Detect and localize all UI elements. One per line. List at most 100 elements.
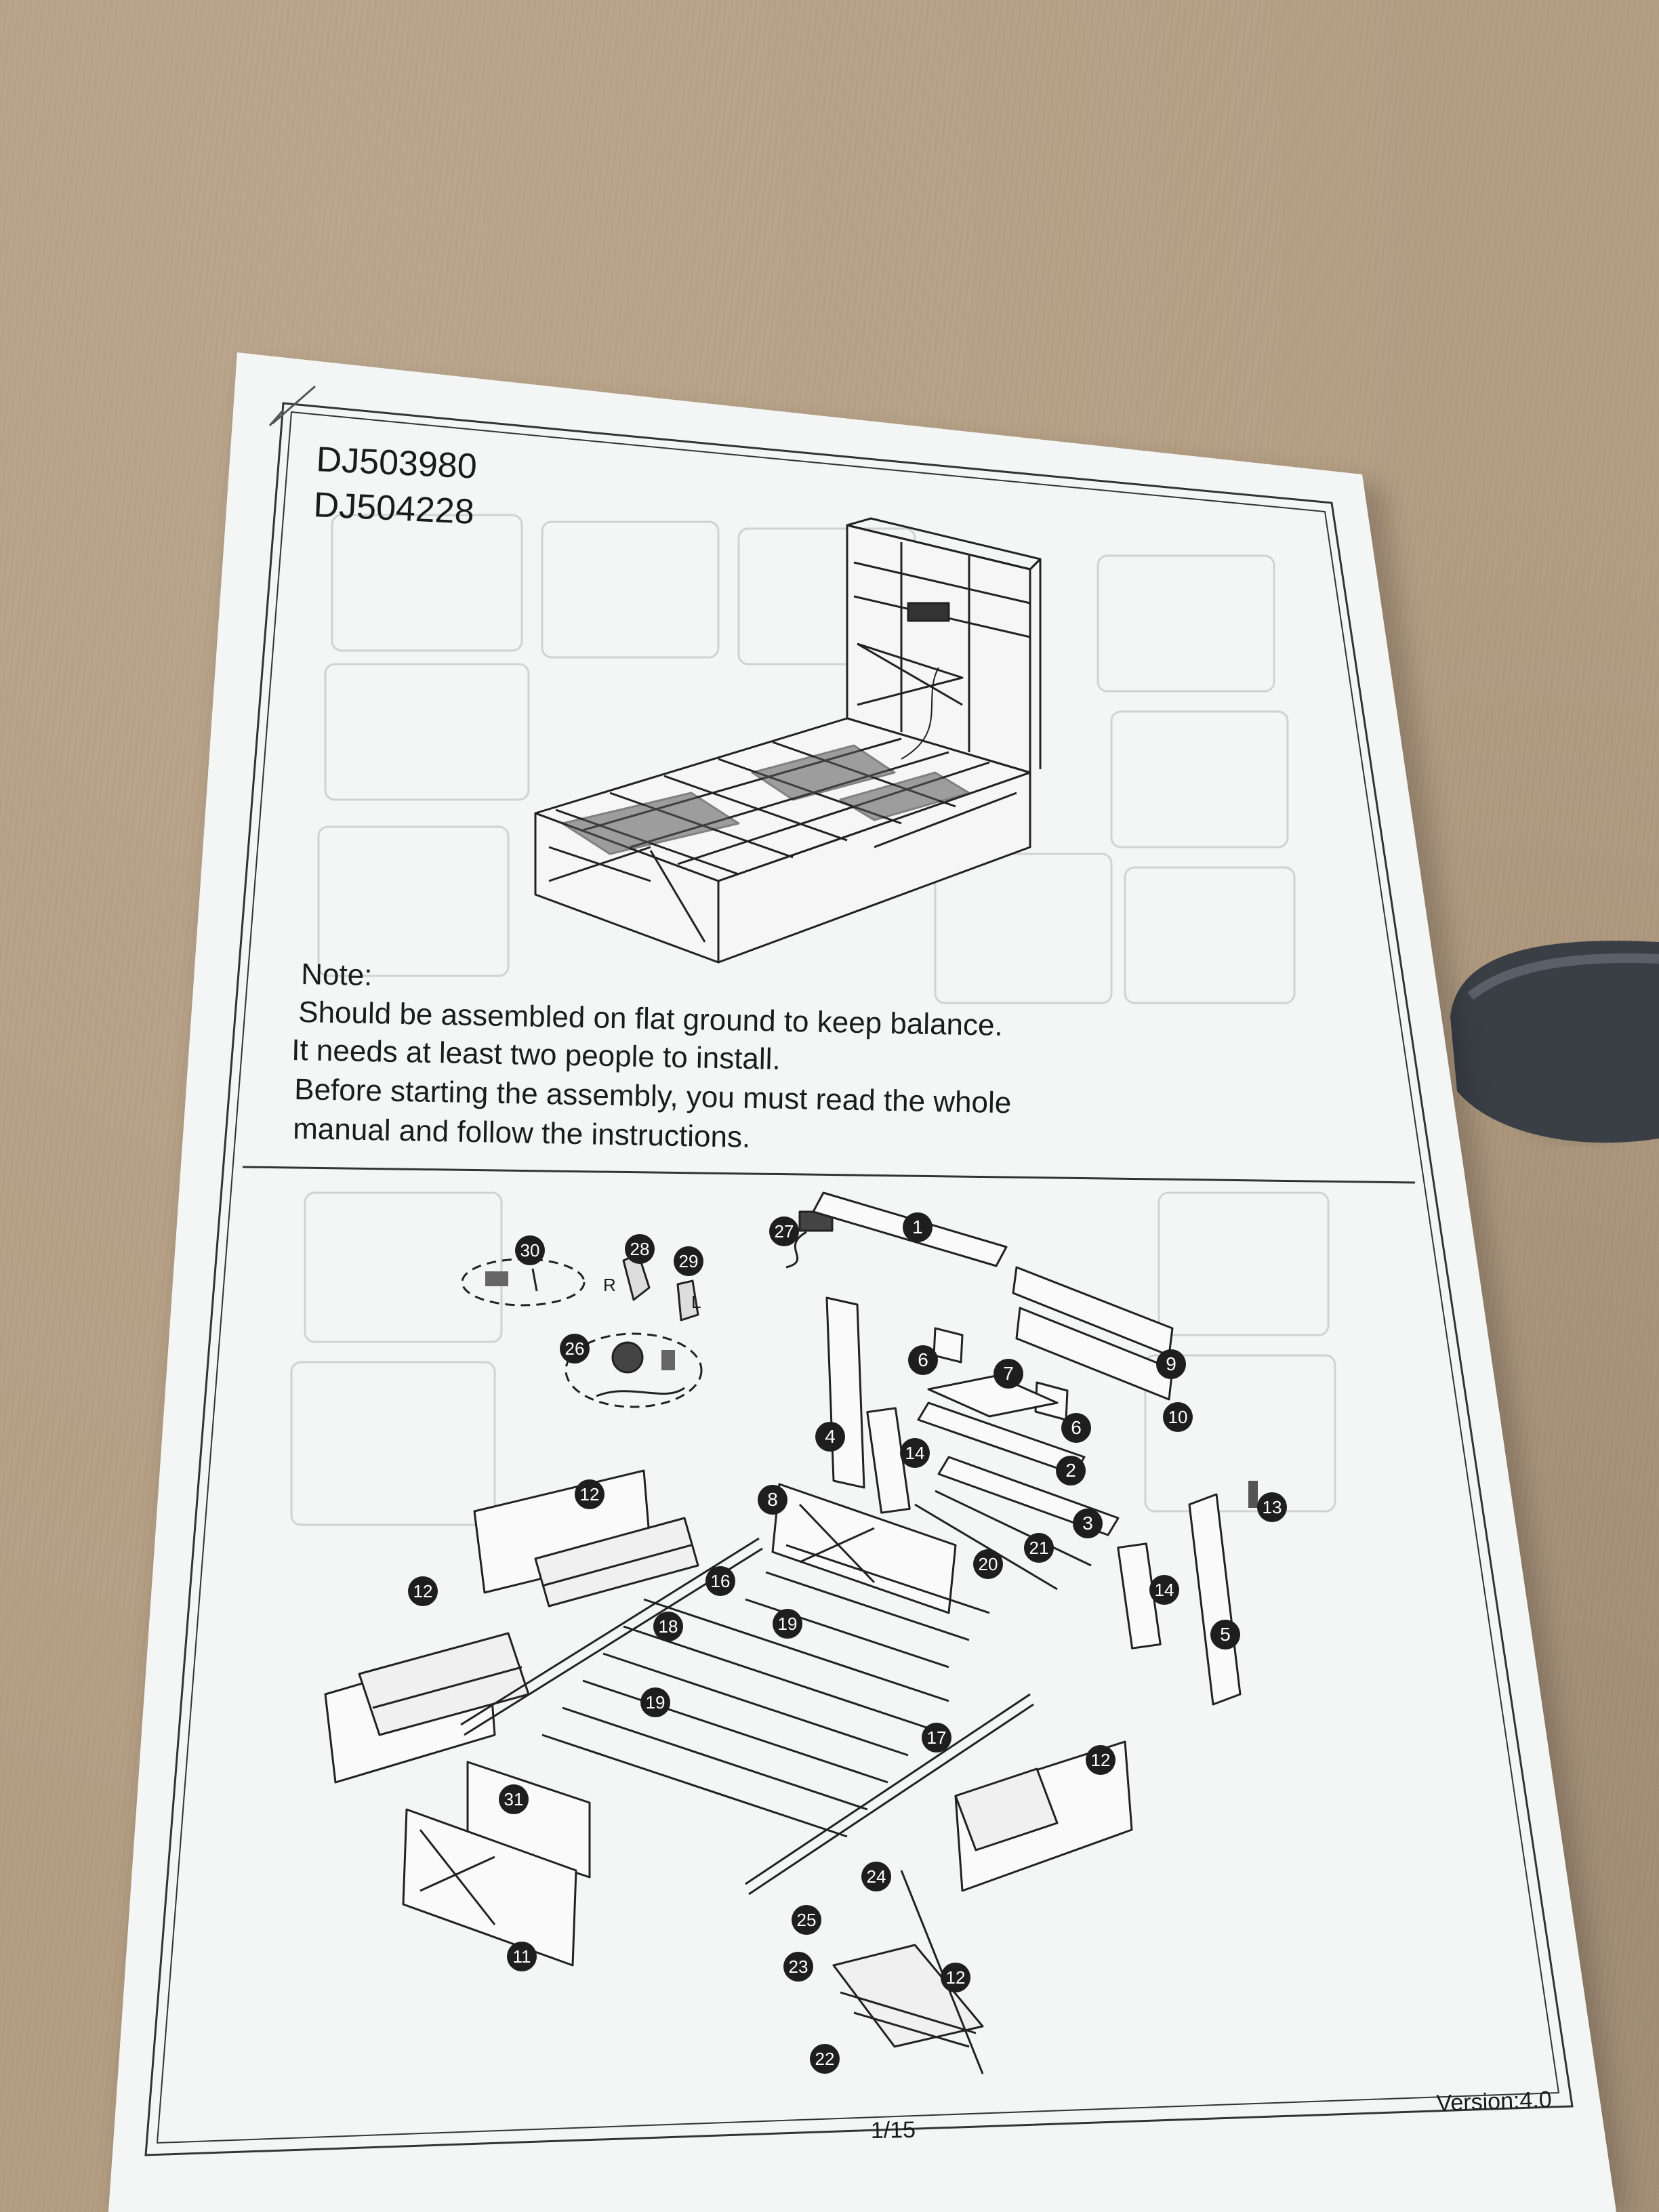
part-callout-28: 28 — [625, 1234, 655, 1264]
callout-circle — [674, 1246, 703, 1276]
part-callout-17: 17 — [922, 1723, 951, 1753]
callout-number: 23 — [789, 1957, 808, 1977]
callout-circle — [560, 1334, 590, 1364]
callout-number: 2 — [1065, 1460, 1076, 1481]
callout-number: 6 — [918, 1349, 928, 1370]
part-callout-7: 7 — [994, 1359, 1023, 1389]
assembled-bed-illustration — [534, 517, 1042, 964]
callout-circle — [758, 1485, 787, 1515]
callout-circle — [1061, 1413, 1091, 1443]
part-callout-18: 18 — [653, 1612, 683, 1641]
part-callout-12: 12 — [1086, 1745, 1115, 1775]
part-callout-13: 13 — [1257, 1492, 1287, 1522]
part-callout-6: 6 — [908, 1345, 938, 1375]
callout-circle — [1073, 1509, 1103, 1538]
callout-circle — [908, 1345, 938, 1375]
part-callout-20: 20 — [973, 1549, 1003, 1579]
callout-circle — [515, 1235, 545, 1265]
callout-number: 7 — [1003, 1363, 1014, 1384]
part-callout-16: 16 — [705, 1566, 735, 1596]
callout-circle — [705, 1566, 735, 1596]
part-callout-23: 23 — [783, 1952, 813, 1982]
callout-number: 29 — [679, 1251, 699, 1271]
callout-circle — [783, 1952, 813, 1982]
part-callout-30: 30 — [515, 1235, 545, 1265]
note-heading: Note: — [301, 958, 373, 992]
part-callout-1: 1 — [903, 1212, 933, 1242]
part-callout-24: 24 — [861, 1862, 891, 1891]
callout-circle — [994, 1359, 1023, 1389]
part-callout-14: 14 — [1149, 1575, 1179, 1605]
callout-number: 8 — [767, 1489, 778, 1510]
callout-number: 14 — [1155, 1580, 1174, 1600]
callout-number: 17 — [927, 1727, 947, 1748]
callout-circle — [922, 1723, 951, 1753]
callout-circle — [653, 1612, 683, 1641]
part-callout-4: 4 — [815, 1422, 845, 1452]
callout-number: 6 — [1071, 1417, 1082, 1438]
part-callout-19: 19 — [640, 1687, 670, 1717]
callout-number: 18 — [659, 1616, 678, 1637]
callout-number: 13 — [1263, 1497, 1282, 1517]
callout-circle — [1056, 1456, 1086, 1486]
callout-number: 24 — [867, 1866, 886, 1887]
callout-circle — [810, 2044, 840, 2074]
part-callout-14: 14 — [900, 1438, 930, 1468]
callout-circle — [973, 1549, 1003, 1579]
callout-circle — [900, 1438, 930, 1468]
callout-circle — [575, 1479, 605, 1509]
inner-border — [156, 411, 1560, 2144]
callout-circle — [625, 1234, 655, 1264]
callout-number: 30 — [520, 1240, 540, 1261]
part-callout-26: 26 — [560, 1334, 590, 1364]
callout-number: 21 — [1029, 1538, 1049, 1558]
callout-number: 4 — [825, 1426, 836, 1447]
callout-circle — [640, 1687, 670, 1717]
part-callout-5: 5 — [1210, 1620, 1240, 1650]
outer-border — [144, 402, 1574, 2156]
callout-circle — [1210, 1620, 1240, 1650]
model-code-1: DJ503980 — [315, 440, 477, 487]
callout-circle — [773, 1609, 802, 1639]
part-callout-3: 3 — [1073, 1509, 1103, 1538]
part-callout-12: 12 — [575, 1479, 605, 1509]
callout-number: 19 — [778, 1614, 798, 1634]
part-callout-19: 19 — [773, 1609, 802, 1639]
callout-circle — [507, 1942, 537, 1971]
part-callout-12: 12 — [941, 1963, 970, 1992]
part-callout-9: 9 — [1156, 1349, 1186, 1379]
part-callout-31: 31 — [499, 1784, 529, 1814]
callout-number: 11 — [513, 1946, 531, 1967]
part-callout-10: 10 — [1163, 1402, 1193, 1432]
part-callout-2: 2 — [1056, 1456, 1086, 1486]
part-callout-27: 27 — [769, 1216, 799, 1246]
callout-number: 1 — [912, 1216, 923, 1237]
bracket-left-label: L — [691, 1292, 701, 1312]
version-label: Version:4.0 — [1436, 2087, 1552, 2116]
callout-number: 3 — [1082, 1513, 1093, 1534]
part-callout-11: 11 — [507, 1942, 537, 1971]
page-number: 1/15 — [870, 2117, 916, 2144]
callout-circle — [903, 1212, 933, 1242]
callout-circle — [769, 1216, 799, 1246]
callout-number: 14 — [905, 1443, 925, 1463]
callout-number: 26 — [565, 1338, 585, 1359]
callout-circle — [408, 1576, 438, 1606]
callout-number: 19 — [646, 1692, 665, 1713]
callout-circle — [1024, 1533, 1054, 1563]
callout-circle — [1257, 1492, 1287, 1522]
bracket-right-label: R — [603, 1275, 616, 1295]
wiring-bag-26 — [565, 1332, 703, 1408]
section-divider — [242, 1166, 1416, 1184]
part-callout-21: 21 — [1024, 1533, 1054, 1563]
corner-mark — [268, 385, 316, 426]
instruction-sheet — [108, 352, 1616, 2212]
part-callout-29: 29 — [674, 1246, 703, 1276]
dark-knob-object — [1450, 941, 1659, 1143]
callout-circle — [861, 1862, 891, 1891]
callout-number: 22 — [815, 2049, 835, 2069]
callout-number: 12 — [946, 1967, 966, 1988]
part-callout-8: 8 — [758, 1485, 787, 1515]
